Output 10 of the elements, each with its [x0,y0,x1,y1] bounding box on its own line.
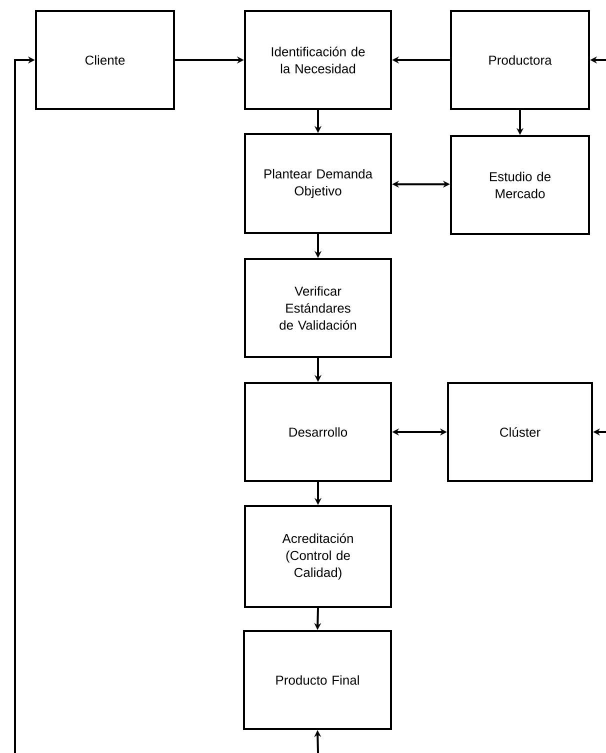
process-box: Acreditación (Control de Calidad) [244,505,392,608]
process-box: Desarrollo [244,382,392,482]
process-box: Estudio de Mercado [450,135,590,235]
process-box: Cliente [35,10,175,110]
process-box: Productora [450,10,590,110]
process-box: Identificación de la Necesidad [244,10,392,110]
process-box: Verificar Estándares de Validación [244,258,392,358]
process-box: Plantear Demanda Objetivo [244,133,392,234]
process-box: Producto Final [243,630,392,730]
process-box: Clúster [447,382,593,482]
